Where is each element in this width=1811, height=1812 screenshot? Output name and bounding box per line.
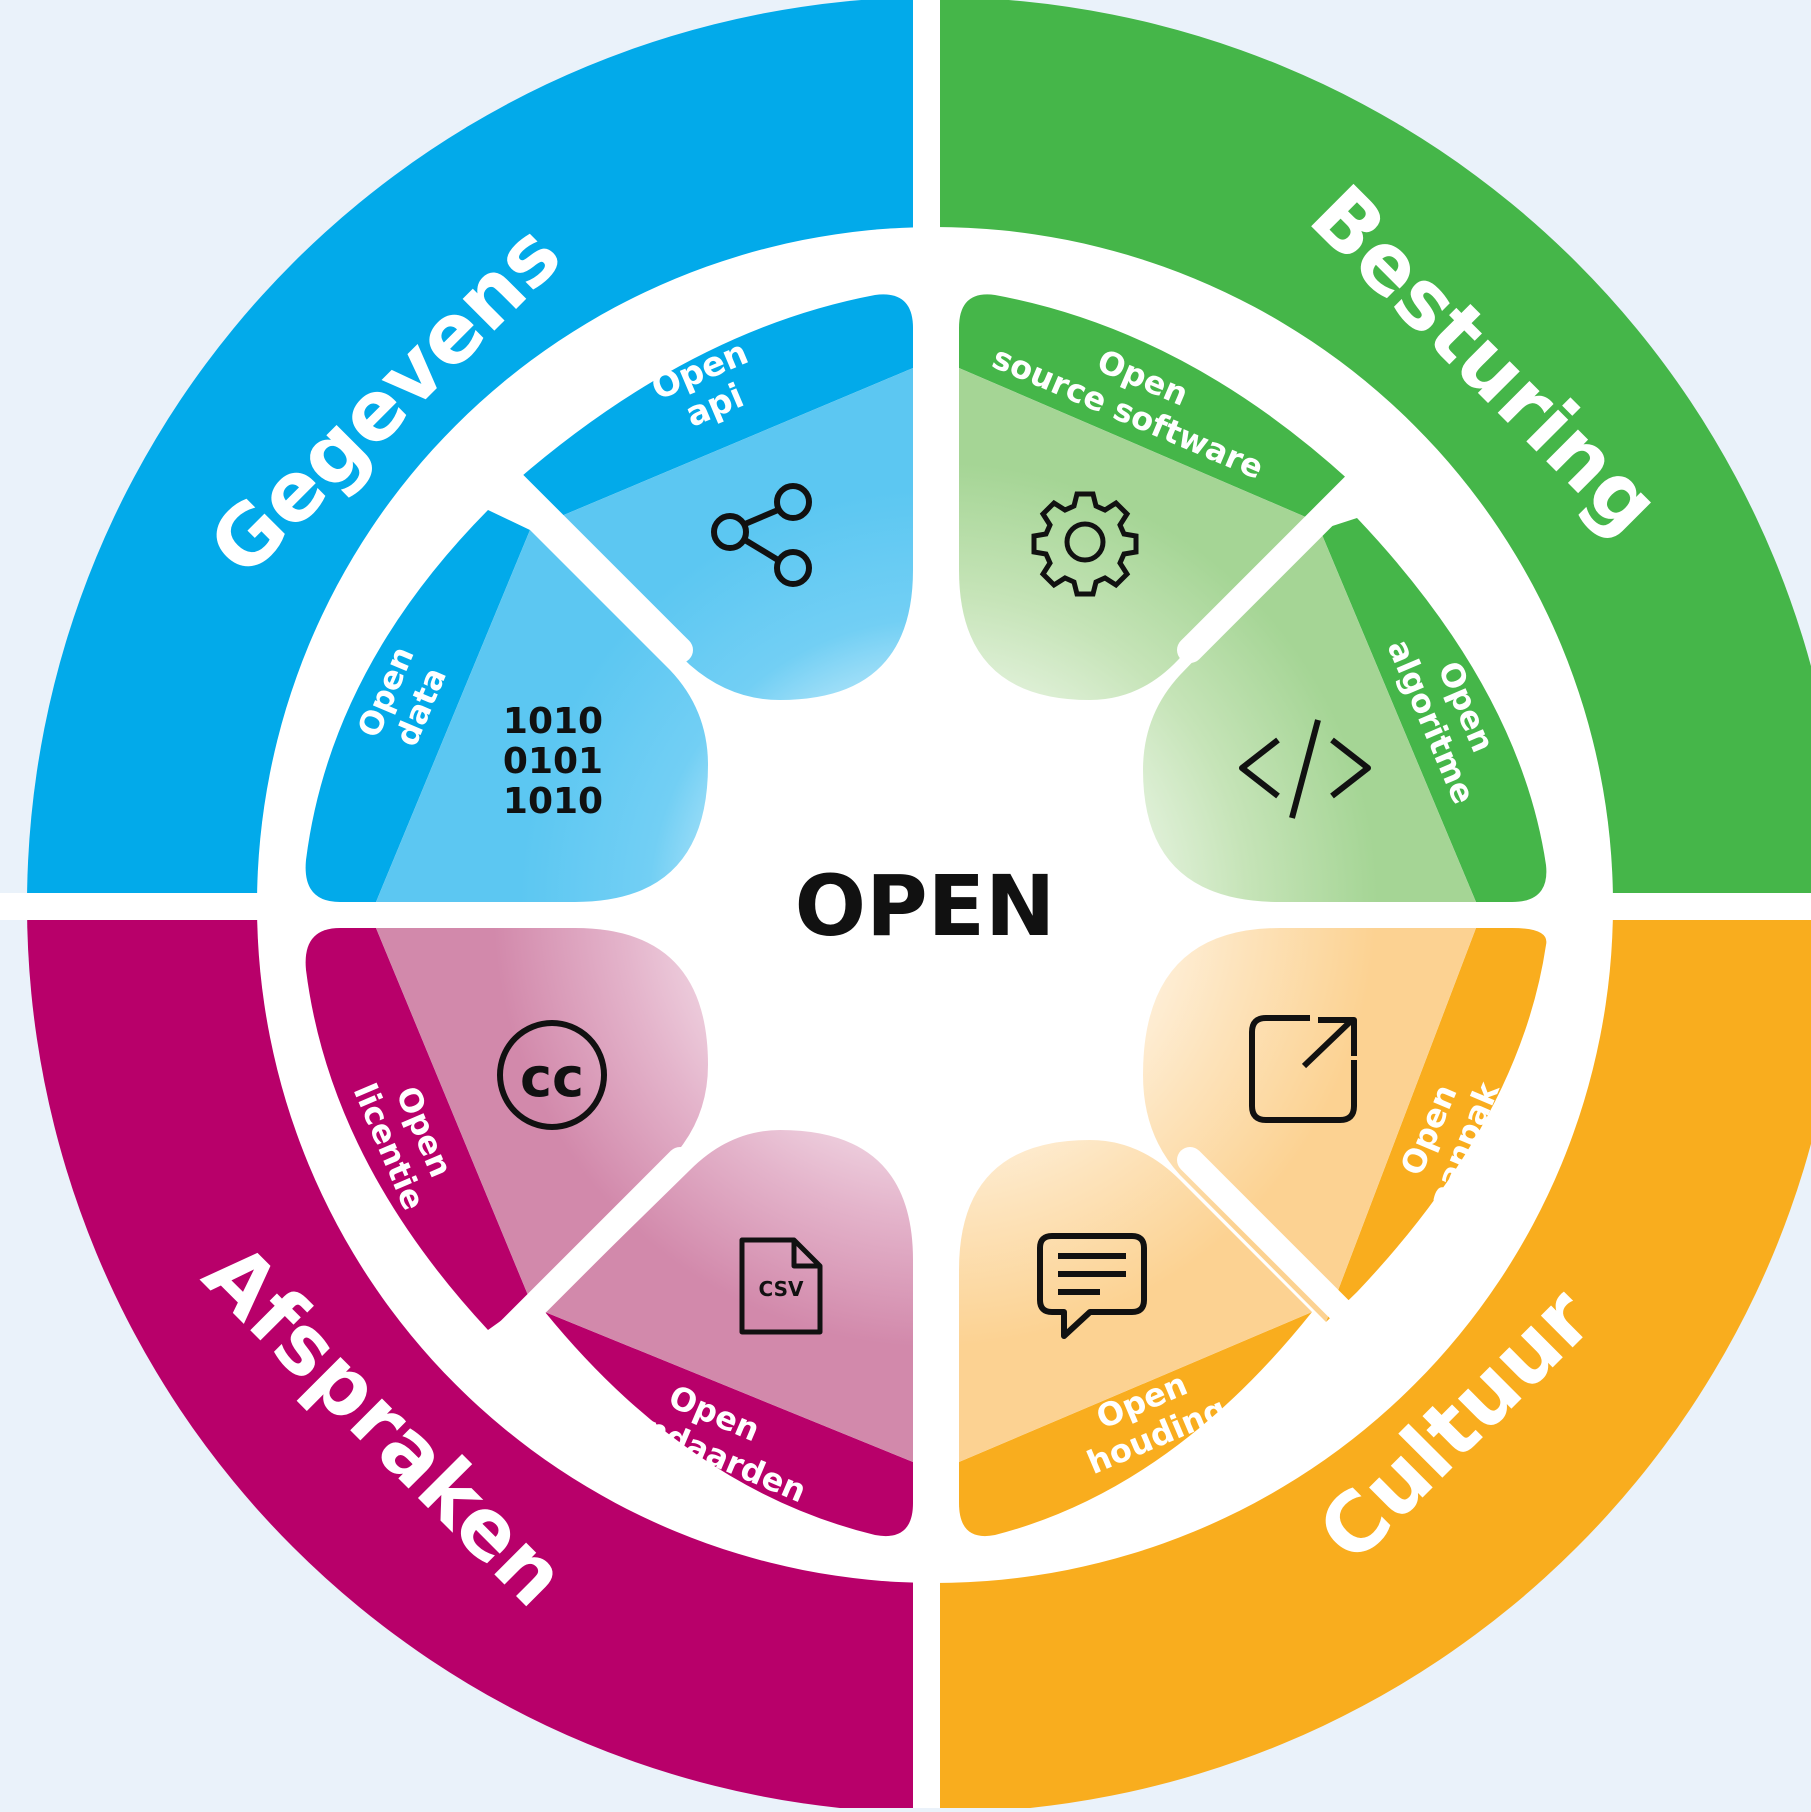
center-circle — [710, 680, 1160, 1130]
petal-open-aanpak-fill — [1143, 928, 1476, 1322]
separator-se — [1177, 1147, 1393, 1363]
petal-open-aanpak[interactable] — [1143, 928, 1547, 1322]
petal-open-standaarden[interactable] — [545, 1130, 913, 1537]
binary-icon-line2: 0101 — [503, 741, 603, 782]
inner-petals — [305, 294, 1547, 1537]
petal-open-licentie[interactable] — [305, 928, 708, 1330]
separator-sw — [477, 1147, 693, 1363]
petal-open-data-fill — [376, 530, 708, 902]
petal-open-api[interactable] — [509, 294, 913, 700]
petal-open-data[interactable] — [305, 510, 708, 902]
petal-open-houding-band — [959, 1312, 1312, 1537]
petal-open-data-band — [305, 510, 530, 902]
binary-icon: 1010 0101 1010 — [503, 701, 603, 822]
petal-open-houding-fill — [959, 1140, 1312, 1462]
petal-open-aanpak-band — [1326, 928, 1547, 1322]
csv-file-icon-label: CSV — [759, 1277, 804, 1301]
petal-open-standaarden-fill — [545, 1130, 913, 1462]
csv-file-icon: CSV — [739, 1237, 823, 1335]
share-icon — [711, 483, 812, 587]
petal-open-standaarden-band — [545, 1312, 913, 1537]
binary-icon-line3: 1010 — [503, 781, 603, 822]
petal-open-algoritme-band — [1320, 518, 1547, 902]
petal-open-licentie-fill — [376, 928, 708, 1300]
separator-ne — [1177, 447, 1393, 663]
petal-open-licentie-band — [305, 928, 530, 1330]
petal-open-source-software-band — [959, 294, 1351, 518]
petal-open-algoritme[interactable] — [1143, 518, 1547, 902]
gear-icon — [1031, 491, 1139, 597]
binary-icon-line1: 1010 — [503, 701, 603, 742]
creative-commons-icon: cc — [497, 1020, 607, 1130]
petal-open-houding[interactable] — [959, 1140, 1312, 1537]
code-icon — [1239, 719, 1371, 819]
creative-commons-icon-label: cc — [520, 1046, 584, 1109]
petal-open-api-band — [515, 294, 913, 525]
diagonal-separators — [477, 447, 1393, 1363]
center-title: OPEN — [795, 857, 1056, 955]
chat-icon — [1037, 1233, 1147, 1339]
separator-nw — [477, 447, 693, 663]
external-link-icon — [1249, 1015, 1357, 1123]
petal-open-algoritme-fill — [1143, 530, 1476, 902]
petal-open-api-fill — [509, 368, 913, 700]
